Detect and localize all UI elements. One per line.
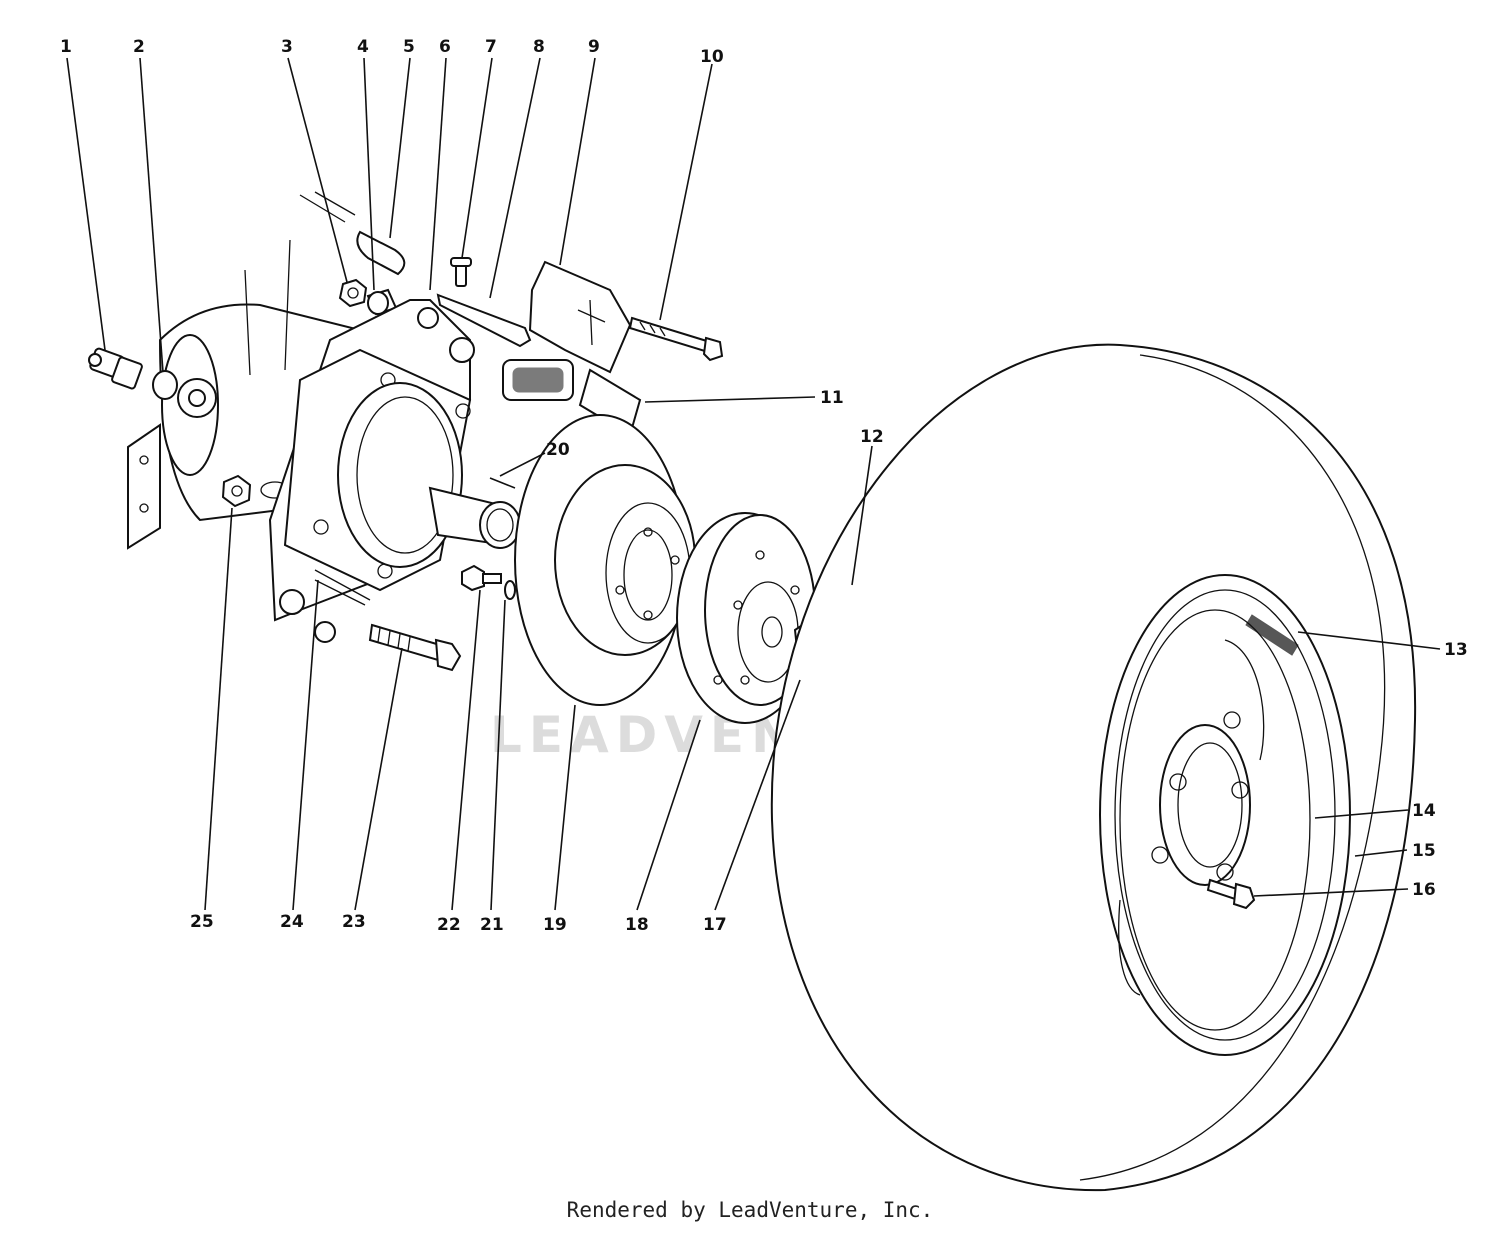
callout-3: 3 <box>281 37 293 57</box>
callout-19: 19 <box>543 915 567 935</box>
grease-fitting <box>88 347 143 390</box>
callout-17: 17 <box>703 915 727 935</box>
callout-16: 16 <box>1412 880 1436 900</box>
callout-11: 11 <box>820 388 844 408</box>
bracket-24 <box>314 569 371 606</box>
callout-21: 21 <box>480 915 504 935</box>
clevis-pin <box>450 257 472 287</box>
lug-bolt <box>1206 878 1256 910</box>
brake-caliper <box>502 260 642 437</box>
callout-23: 23 <box>342 912 366 932</box>
washer-ring <box>152 370 178 400</box>
callout-20: 20 <box>546 440 570 460</box>
callout-12: 12 <box>860 427 884 447</box>
clevis <box>299 191 406 276</box>
callout-8: 8 <box>533 37 545 57</box>
washer-21 <box>504 580 516 600</box>
callout-14: 14 <box>1412 801 1436 821</box>
callout-7: 7 <box>485 37 497 57</box>
callout-4: 4 <box>357 37 369 57</box>
callout-18: 18 <box>625 915 649 935</box>
caliper-bolt <box>628 316 724 362</box>
nut-3 <box>338 278 368 308</box>
leader-lines <box>66 57 1441 911</box>
wheel-rim <box>1118 609 1311 1031</box>
valve-stem <box>1245 614 1299 656</box>
callout-10: 10 <box>700 47 724 67</box>
callout-1: 1 <box>60 37 72 57</box>
spindle-hub <box>337 382 521 568</box>
callout-25: 25 <box>190 912 214 932</box>
callout-24: 24 <box>280 912 304 932</box>
callout-13: 13 <box>1444 640 1468 660</box>
wheel-hub <box>676 512 816 724</box>
callout-2: 2 <box>133 37 145 57</box>
callout-15: 15 <box>1412 841 1436 861</box>
callout-labels: 1 2 3 4 5 6 7 8 9 10 11 12 13 14 15 16 1… <box>60 37 1468 935</box>
brake-rotor <box>514 414 696 706</box>
callout-5: 5 <box>403 37 415 57</box>
brake-lever <box>436 293 532 348</box>
callout-22: 22 <box>437 915 461 935</box>
nut-25 <box>221 474 252 508</box>
bolt-23 <box>368 623 462 672</box>
spacer <box>366 288 398 316</box>
callout-9: 9 <box>588 37 600 57</box>
screw-22 <box>461 564 502 592</box>
footer-credit: Rendered by LeadVenture, Inc. <box>566 1198 934 1222</box>
callout-6: 6 <box>439 37 451 57</box>
